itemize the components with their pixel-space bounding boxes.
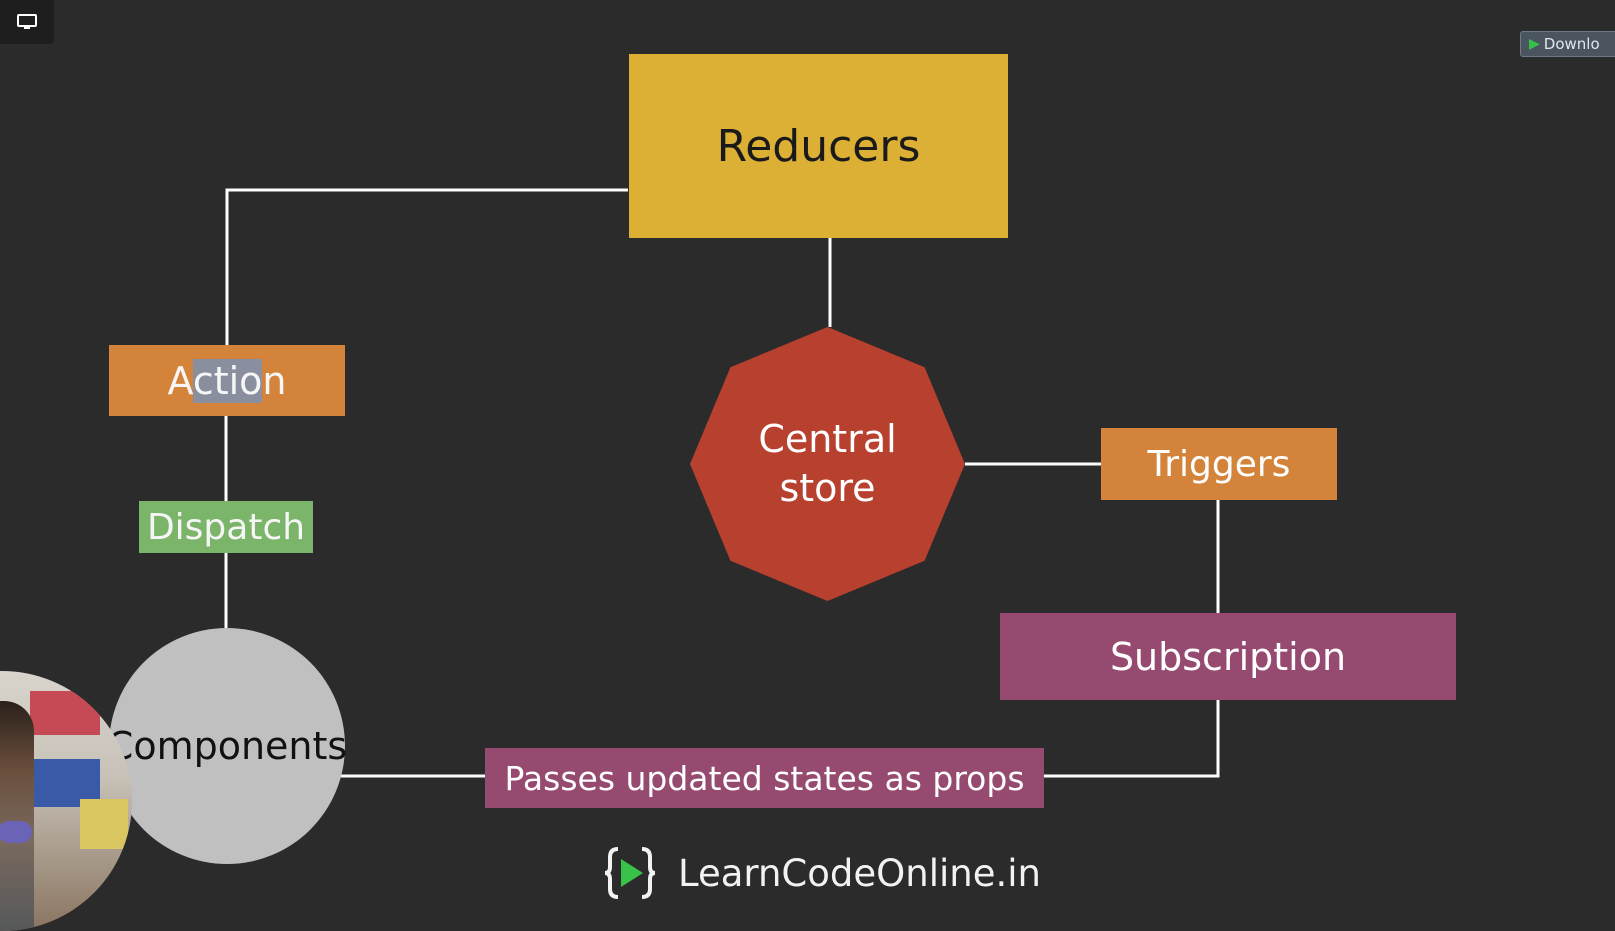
dispatch-label: Dispatch xyxy=(146,506,306,548)
monitor-icon xyxy=(17,14,37,29)
central-store-label-line2: store xyxy=(779,466,876,510)
code-play-icon xyxy=(604,847,656,899)
reducers-label: Reducers xyxy=(716,120,921,172)
reducers-node: Reducers xyxy=(629,54,1008,238)
presenter xyxy=(0,701,34,931)
triggers-node: Triggers xyxy=(1101,428,1337,500)
download-button[interactable]: ▶ Downlo xyxy=(1520,31,1615,57)
dispatch-node: Dispatch xyxy=(139,501,313,553)
action-label-start: A xyxy=(167,358,193,403)
reducers-action-connector xyxy=(225,188,628,345)
text-selection: ctio xyxy=(192,358,263,403)
subscription-node: Subscription xyxy=(1000,613,1456,700)
central-store-label-line1: Central xyxy=(758,417,897,461)
screen-share-button[interactable] xyxy=(0,0,54,44)
subscription-passes-connector xyxy=(1044,700,1220,778)
passes-props-node: Passes updated states as props xyxy=(485,748,1044,808)
central-store-node: Central store xyxy=(690,327,965,601)
triggers-label: Triggers xyxy=(1147,443,1291,485)
action-label-end: n xyxy=(262,358,287,403)
download-label: Downlo xyxy=(1543,35,1600,53)
passes-props-label: Passes updated states as props xyxy=(504,758,1025,798)
brand-logo: LearnCodeOnline.in xyxy=(604,842,1041,904)
components-node: Components xyxy=(106,628,348,864)
action-node: Action xyxy=(109,345,345,416)
brand-name: LearnCodeOnline.in xyxy=(678,851,1041,895)
subscription-label: Subscription xyxy=(1109,634,1347,679)
webcam-background-shelf xyxy=(80,799,128,849)
components-label: Components xyxy=(106,724,348,768)
play-icon: ▶ xyxy=(1529,36,1540,52)
webcam-background-shelf xyxy=(30,691,100,735)
microphone xyxy=(0,821,32,843)
action-label: Action xyxy=(167,358,287,403)
